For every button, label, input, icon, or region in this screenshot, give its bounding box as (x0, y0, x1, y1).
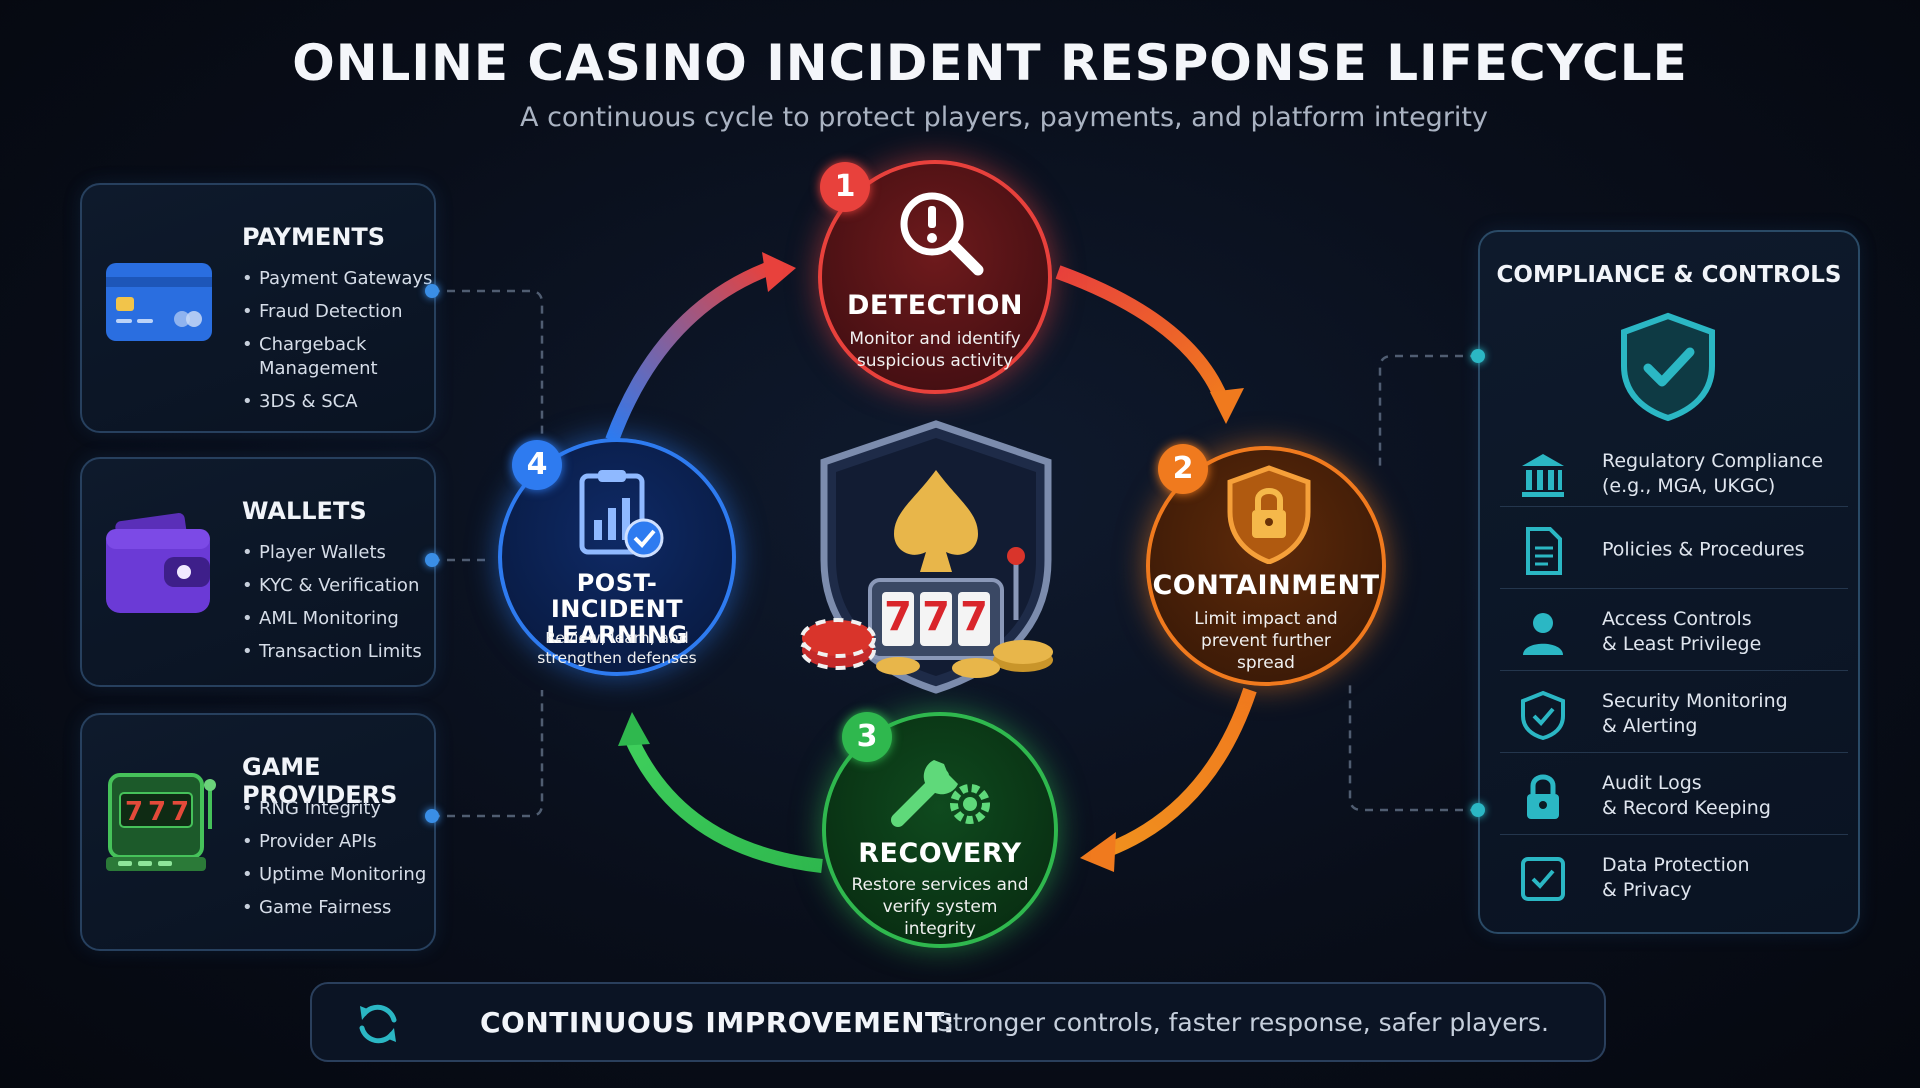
slot-reel: 7 (922, 594, 950, 640)
casino-shield-icon: 7 7 7 (798, 420, 1068, 700)
divider (1500, 588, 1848, 589)
shield-check-icon (1518, 690, 1568, 741)
compliance-item-label: Security Monitoring & Alerting (1602, 690, 1788, 737)
list-item: 3DS & SCA (242, 390, 432, 414)
game-providers-connector-dot (425, 809, 439, 823)
stage-post-incident-learning-desc: Review, learn, and strengthen defenses (537, 629, 697, 667)
list-item: Chargeback Management (242, 333, 409, 381)
compliance-panel: COMPLIANCE & CONTROLS Regulatory Complia… (1478, 230, 1860, 934)
wallet-icon (102, 507, 214, 623)
list-item: Game Fairness (242, 896, 426, 920)
compliance-item-label: Audit Logs & Record Keeping (1602, 772, 1771, 819)
compliance-item-policies: Policies & Procedures (1500, 510, 1848, 590)
compliance-connector-dot (1471, 803, 1485, 817)
wallets-title: WALLETS (242, 497, 367, 525)
page-subtitle: A continuous cycle to protect players, p… (520, 102, 1488, 133)
stage-containment: CONTAINMENT Limit impact and prevent fur… (1146, 446, 1386, 686)
shield-lock-icon (1224, 464, 1314, 568)
compliance-item-label: Policies & Procedures (1602, 538, 1805, 561)
svg-text:7: 7 (171, 797, 189, 827)
game-providers-list: RNG Integrity Provider APIs Uptime Monit… (242, 797, 426, 929)
wrench-gear-icon (886, 742, 996, 836)
list-item: Payment Gateways (242, 267, 432, 291)
stage-detection-name: DETECTION (846, 290, 1024, 321)
divider (1500, 506, 1848, 507)
stage-detection-desc: Monitor and identify suspicious activity (849, 329, 1021, 371)
stage-1-badge: 1 (820, 162, 870, 212)
stage-4-badge: 4 (512, 440, 562, 490)
shield-check-icon (1618, 312, 1718, 426)
page-title: ONLINE CASINO INCIDENT RESPONSE LIFECYCL… (292, 34, 1688, 92)
wallets-list: Player Wallets KYC & Verification AML Mo… (242, 541, 422, 673)
svg-text:7: 7 (125, 797, 143, 827)
continuous-improvement-banner: CONTINUOUS IMPROVEMENT: Stronger control… (310, 982, 1606, 1062)
slot-reel: 7 (960, 594, 988, 640)
compliance-item-access: Access Controls & Least Privilege (1500, 592, 1848, 672)
divider (1500, 834, 1848, 835)
stage-2-badge: 2 (1158, 444, 1208, 494)
stage-containment-name: CONTAINMENT (1152, 570, 1380, 601)
credit-card-icon (104, 257, 214, 351)
stage-3-badge: 3 (842, 712, 892, 762)
compliance-item-data-protection: Data Protection & Privacy (1500, 838, 1848, 918)
slot-reel: 7 (884, 594, 912, 640)
list-item: AML Monitoring (242, 607, 422, 631)
user-icon (1518, 608, 1568, 658)
compliance-item-audit: Audit Logs & Record Keeping (1500, 756, 1848, 836)
compliance-item-label: Data Protection & Privacy (1602, 854, 1750, 901)
payments-title: PAYMENTS (242, 223, 386, 251)
divider (1500, 752, 1848, 753)
padlock-icon (1518, 772, 1568, 822)
list-item: Player Wallets (242, 541, 422, 565)
magnifier-alert-icon (894, 186, 990, 286)
stage-post-incident-learning-name: POST-INCIDENT LEARNING (546, 569, 688, 649)
payments-panel: PAYMENTS Payment Gateways Fraud Detectio… (80, 183, 436, 433)
footer-text: Stronger controls, faster response, safe… (937, 1008, 1549, 1037)
compliance-connector-dot (1471, 349, 1485, 363)
wallets-panel: WALLETS Player Wallets KYC & Verificatio… (80, 457, 436, 687)
stage-recovery-name: RECOVERY (858, 838, 1022, 869)
divider (1500, 670, 1848, 671)
list-item: Fraud Detection (242, 300, 432, 324)
list-item: KYC & Verification (242, 574, 422, 598)
payments-list: Payment Gateways Fraud Detection Chargeb… (242, 267, 432, 423)
list-item: Uptime Monitoring (242, 863, 426, 887)
refresh-cycle-icon (354, 1000, 402, 1052)
wallets-connector-dot (425, 553, 439, 567)
stage-containment-desc: Limit impact and prevent further spread (1194, 609, 1338, 673)
checkbox-icon (1518, 854, 1568, 904)
compliance-item-monitoring: Security Monitoring & Alerting (1500, 674, 1848, 754)
compliance-item-regulatory: Regulatory Compliance (e.g., MGA, UKGC) (1500, 434, 1848, 514)
list-item: Transaction Limits (242, 640, 422, 664)
document-icon (1518, 526, 1568, 576)
list-item: Provider APIs (242, 830, 426, 854)
clipboard-chart-icon (574, 468, 670, 568)
compliance-item-label: Access Controls & Least Privilege (1602, 608, 1762, 655)
payments-connector-dot (425, 284, 439, 298)
bank-icon (1518, 450, 1568, 500)
slot-machine-icon: 7 7 7 (102, 767, 222, 881)
stage-recovery-desc: Restore services and verify system integ… (851, 875, 1029, 939)
compliance-item-label: Regulatory Compliance (e.g., MGA, UKGC) (1602, 450, 1824, 497)
game-providers-panel: 7 7 7 GAME PROVIDERS RNG Integrity Provi… (80, 713, 436, 951)
list-item: RNG Integrity (242, 797, 426, 821)
footer-label: CONTINUOUS IMPROVEMENT: (480, 1006, 955, 1039)
svg-text:7: 7 (148, 797, 166, 827)
compliance-title: COMPLIANCE & CONTROLS (1496, 262, 1842, 288)
